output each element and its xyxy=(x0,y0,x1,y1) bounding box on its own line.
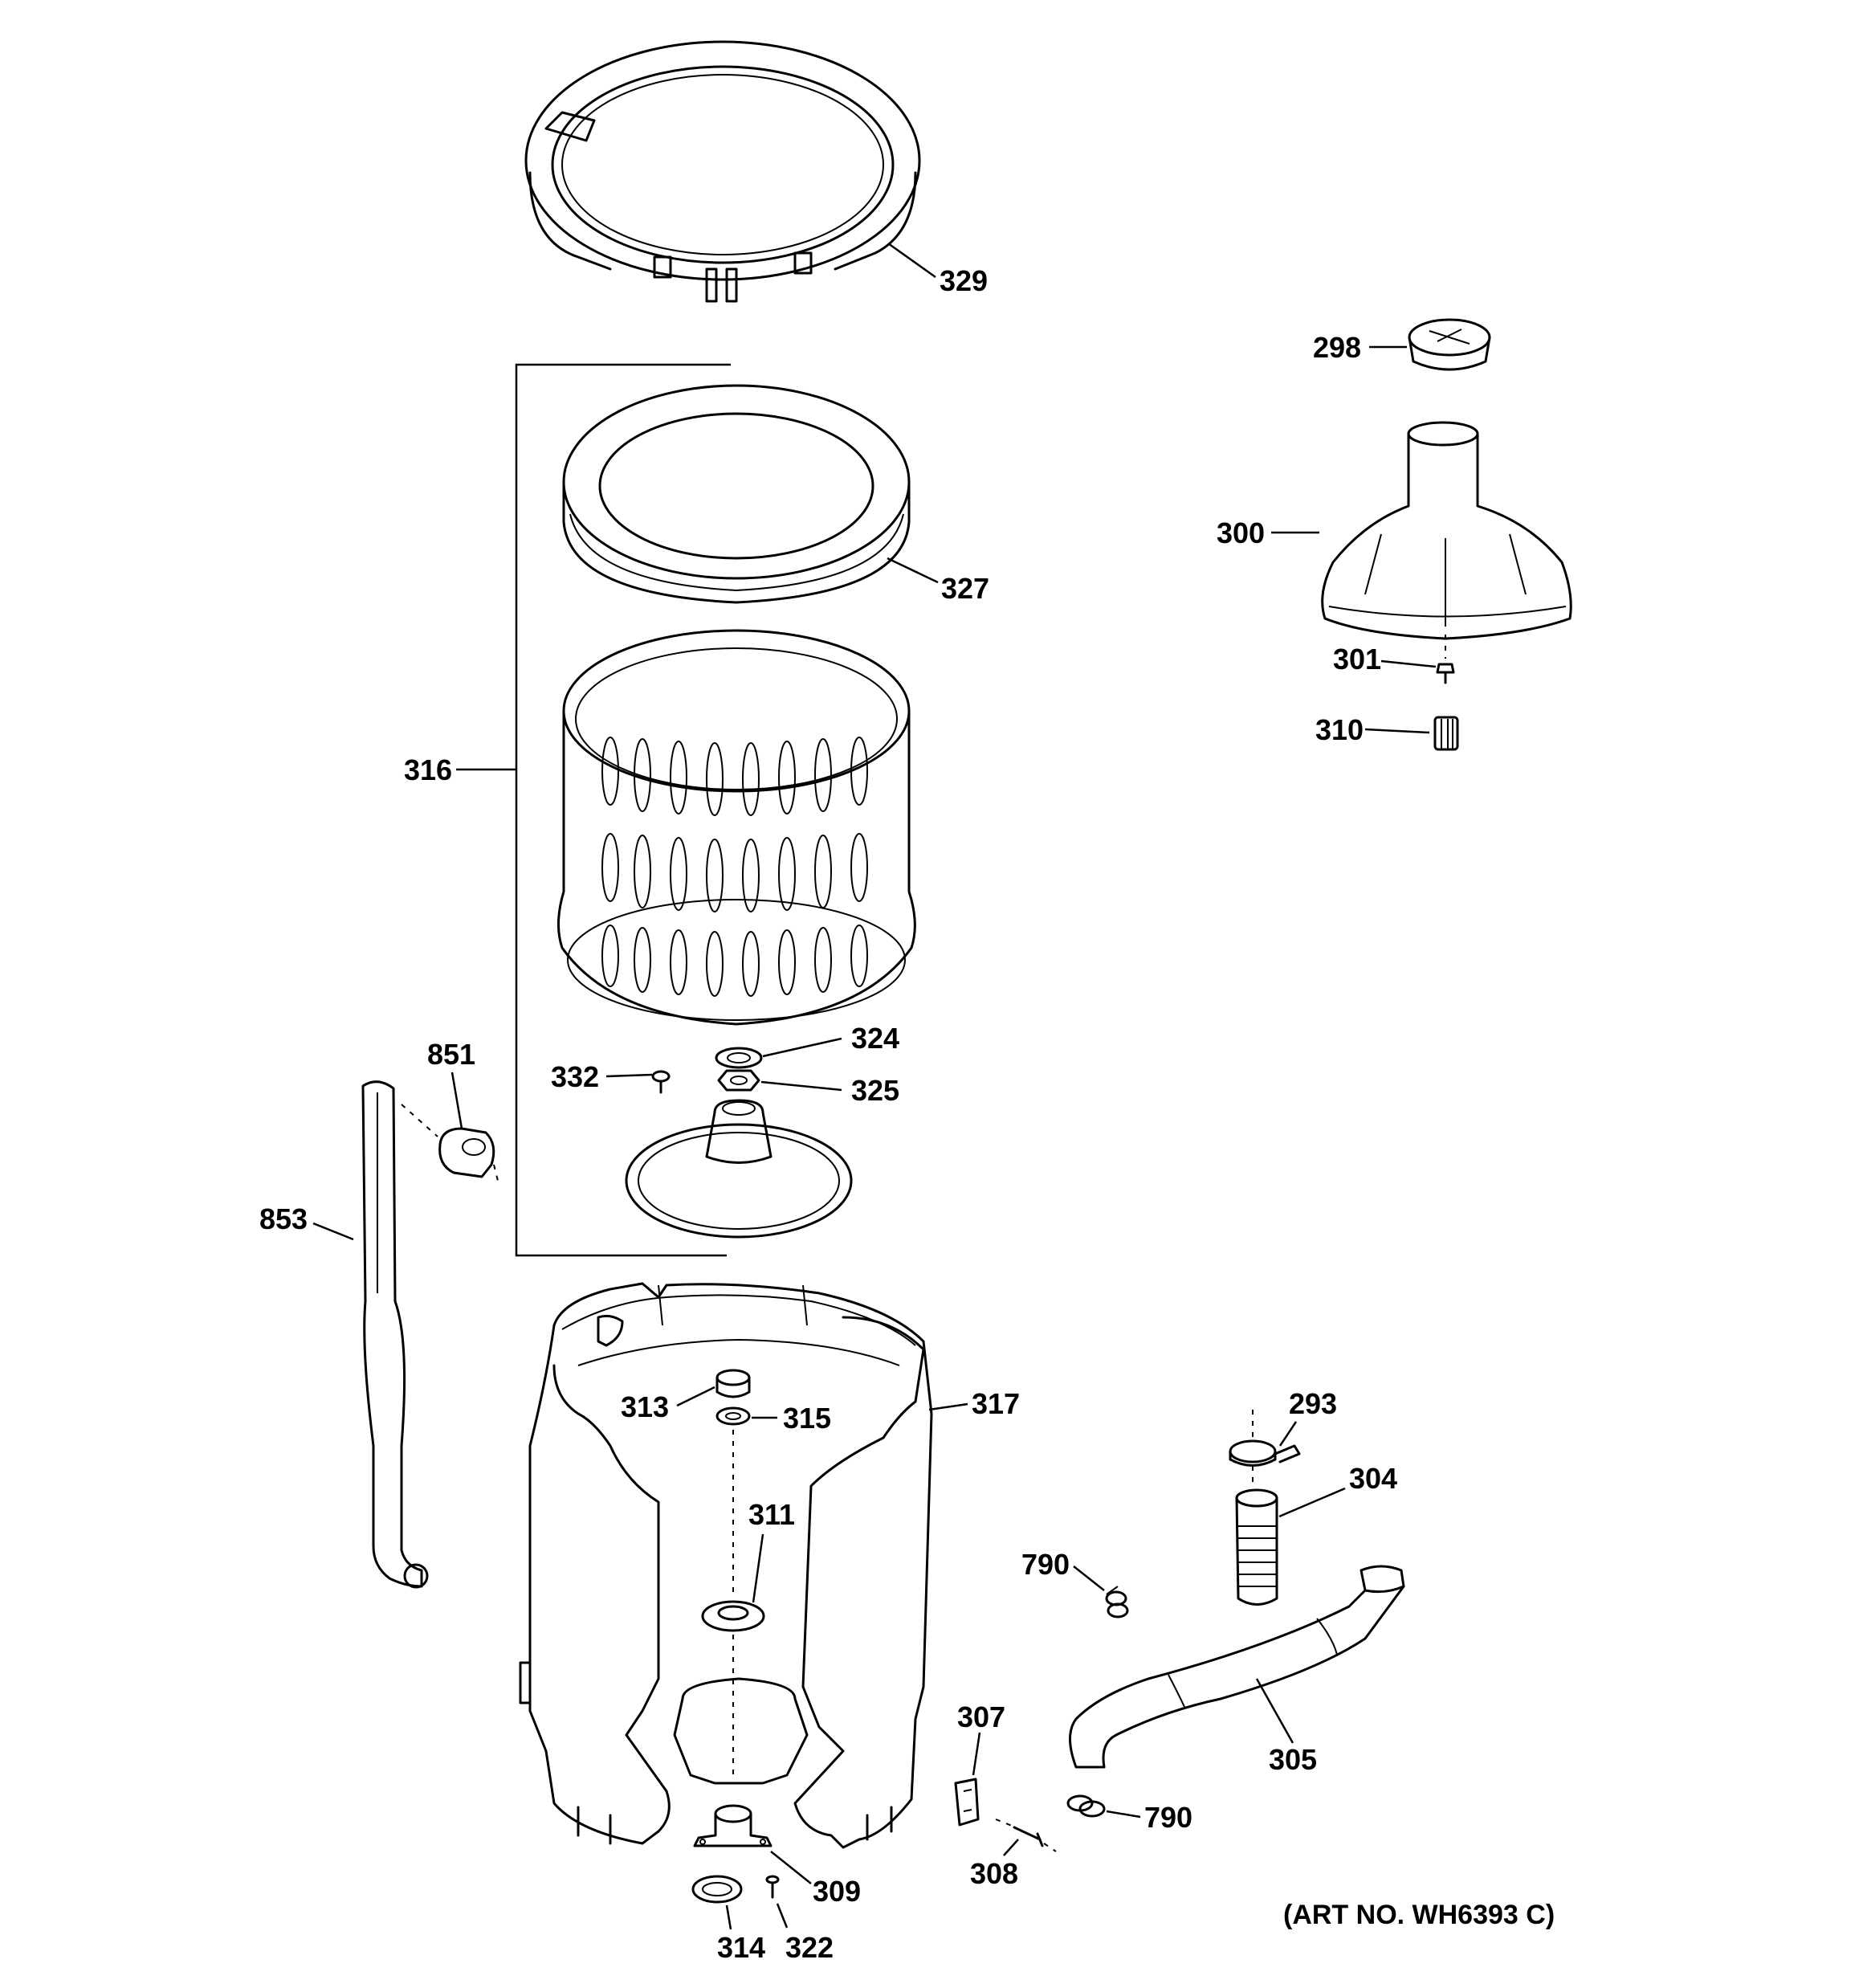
callout-305: 305 xyxy=(1269,1743,1317,1776)
callout-853: 853 xyxy=(259,1202,308,1235)
part-317-outer-tub xyxy=(519,1282,933,1849)
callout-313: 313 xyxy=(621,1390,669,1423)
leader-304 xyxy=(1278,1487,1346,1518)
callout-304: 304 xyxy=(1349,1462,1397,1495)
part-851-cap xyxy=(438,1127,495,1178)
part-324-washer xyxy=(715,1047,763,1069)
leader-332 xyxy=(605,1073,653,1078)
part-790-clip-lower xyxy=(1066,1794,1106,1818)
leader-310 xyxy=(1364,728,1430,734)
part-basket-hub xyxy=(625,1099,853,1239)
leader-329 xyxy=(887,242,936,279)
callout-790b: 790 xyxy=(1144,1801,1192,1834)
callout-325: 325 xyxy=(851,1074,899,1107)
part-315-washer xyxy=(715,1406,751,1426)
leader-325 xyxy=(760,1080,842,1092)
leader-301 xyxy=(1380,659,1437,668)
callout-293: 293 xyxy=(1289,1387,1337,1420)
part-309-drain-fitting xyxy=(693,1804,773,1847)
leader-313 xyxy=(676,1386,715,1407)
callout-324: 324 xyxy=(851,1022,899,1055)
leader-317 xyxy=(928,1402,968,1411)
part-311-seal xyxy=(701,1600,765,1632)
leader-790b xyxy=(1106,1810,1141,1819)
part-332-screw xyxy=(651,1070,671,1094)
leader-851 xyxy=(450,1072,463,1129)
leader-307 xyxy=(972,1732,981,1776)
part-305-drain-hose xyxy=(1069,1565,1405,1769)
callout-315: 315 xyxy=(783,1402,831,1435)
callout-300: 300 xyxy=(1217,516,1265,549)
callout-310: 310 xyxy=(1315,713,1364,746)
bracket-316 xyxy=(515,363,731,1257)
callout-308: 308 xyxy=(970,1857,1018,1890)
callout-332: 332 xyxy=(551,1060,599,1093)
part-313-bushing xyxy=(715,1369,751,1398)
part-329-tub-cover xyxy=(524,40,921,303)
part-310-spline xyxy=(1433,716,1459,751)
part-790-clip-upper xyxy=(1105,1586,1129,1619)
dash-308 xyxy=(995,1819,1057,1852)
part-304-bellows-hose xyxy=(1235,1488,1278,1606)
leader-311 xyxy=(752,1533,764,1603)
callout-311: 311 xyxy=(748,1498,795,1531)
part-322-screw xyxy=(765,1875,780,1899)
part-basket xyxy=(556,629,916,1026)
callout-298: 298 xyxy=(1313,331,1361,364)
leader-305 xyxy=(1255,1678,1294,1744)
callout-301: 301 xyxy=(1333,643,1381,676)
callout-851: 851 xyxy=(427,1038,475,1071)
callout-307: 307 xyxy=(957,1700,1005,1733)
part-327-balance-ring xyxy=(562,384,911,604)
part-293-clamp xyxy=(1229,1439,1301,1467)
part-308-screw xyxy=(1013,1826,1044,1847)
leader-327 xyxy=(887,557,939,584)
callout-327: 327 xyxy=(941,572,989,605)
callout-322: 322 xyxy=(785,1931,834,1964)
callout-316: 316 xyxy=(404,753,452,786)
leader-853 xyxy=(312,1222,354,1241)
leader-309 xyxy=(770,1851,812,1884)
leader-308 xyxy=(1003,1839,1019,1856)
dash-851 xyxy=(401,1104,499,1182)
part-298-agitator-cap xyxy=(1408,318,1491,371)
part-300-agitator xyxy=(1321,421,1572,640)
part-314-gasket xyxy=(691,1875,743,1904)
callout-790a: 790 xyxy=(1021,1548,1070,1581)
part-325-nut xyxy=(717,1069,760,1092)
callout-317: 317 xyxy=(972,1387,1020,1420)
leader-790a xyxy=(1073,1565,1105,1591)
leader-324 xyxy=(762,1037,842,1058)
leader-293 xyxy=(1278,1421,1298,1447)
callout-309: 309 xyxy=(813,1875,861,1908)
callout-329: 329 xyxy=(940,264,988,297)
leader-314 xyxy=(725,1904,732,1930)
part-853-tube xyxy=(361,1080,429,1589)
part-301-bolt xyxy=(1436,663,1455,684)
art-number: (ART NO. WH6393 C) xyxy=(1283,1900,1555,1930)
part-307-bracket xyxy=(954,1778,980,1827)
leader-322 xyxy=(776,1903,789,1929)
callout-314: 314 xyxy=(717,1931,765,1964)
